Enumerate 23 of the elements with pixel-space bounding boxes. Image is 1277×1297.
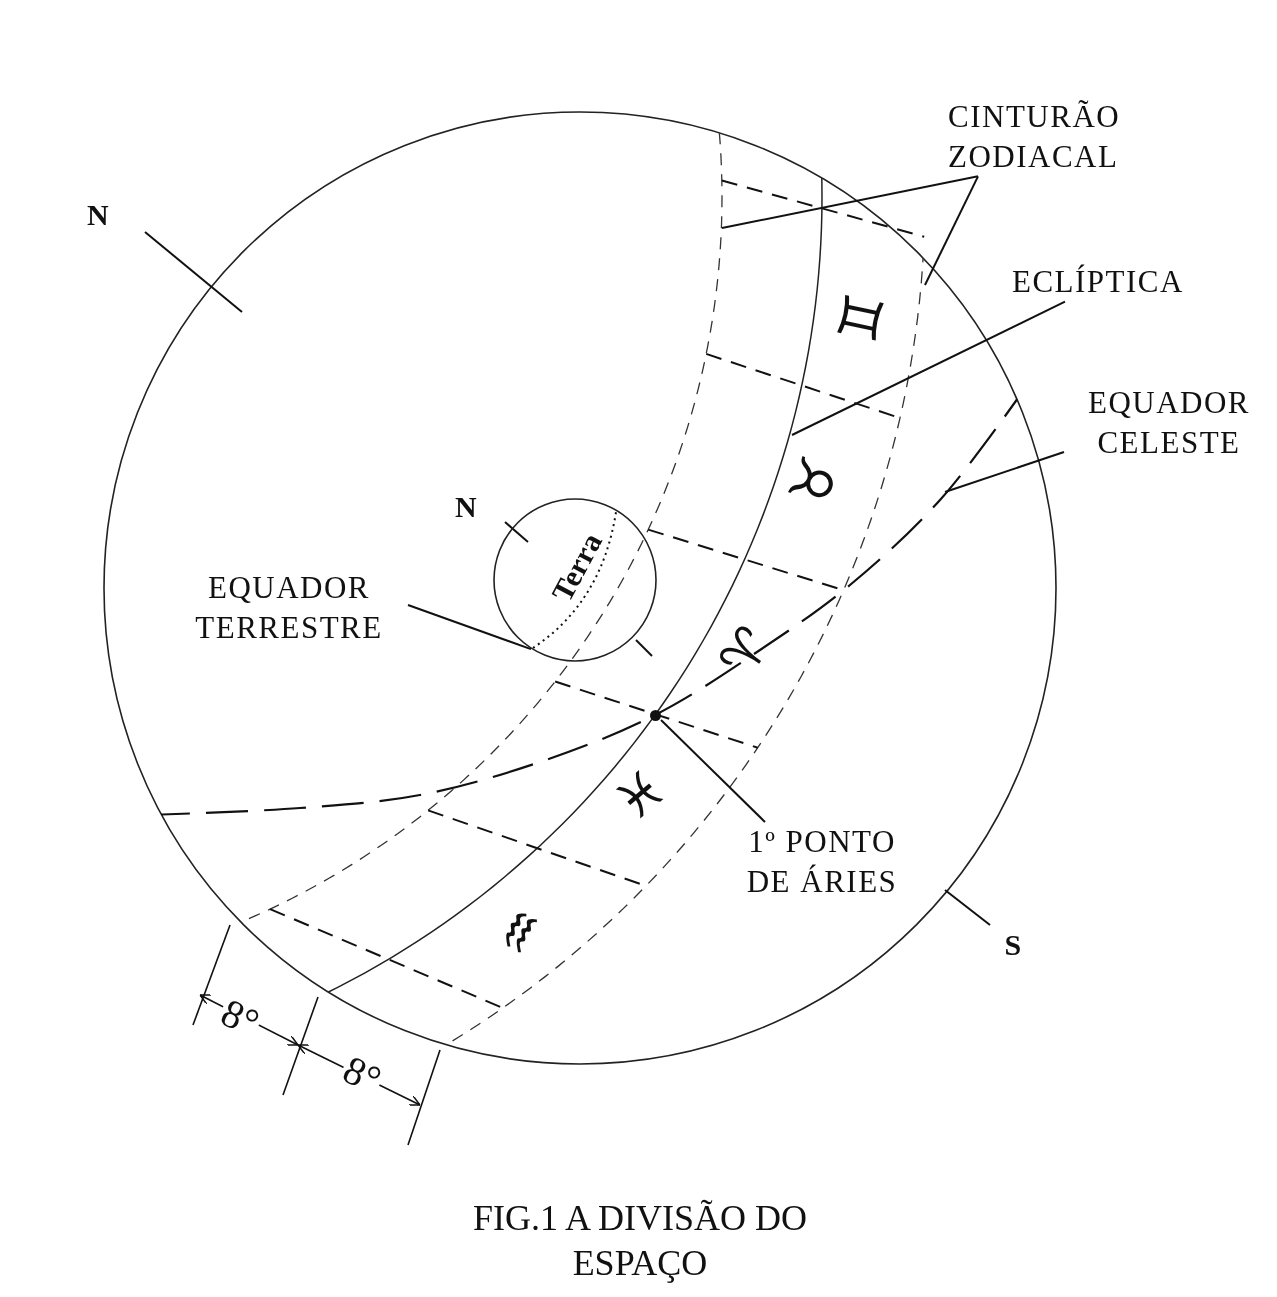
zodiac-sign: ♒ xyxy=(485,899,554,965)
callout-label: EQUADOR TERRESTRE xyxy=(194,569,384,647)
figure-caption: FIG.1 A DIVISÃO DO ESPAÇO xyxy=(472,1197,808,1285)
earth-circle xyxy=(493,498,657,662)
pole-label: N xyxy=(455,490,477,524)
leader-line xyxy=(721,175,979,229)
zodiac-sign: ♓ xyxy=(605,760,675,830)
leader-line xyxy=(944,451,1065,493)
zodiac-sign: ♈ xyxy=(710,618,780,686)
leader-line xyxy=(660,719,766,823)
callout-label: CINTURÃO ZODIACAL xyxy=(948,98,1122,176)
leader-line xyxy=(407,604,532,651)
zodiac-sign: ♉ xyxy=(781,449,850,515)
callout-label: 1º PONTO DE ÁRIES xyxy=(745,823,899,901)
callout-label: ECLÍPTICA xyxy=(1012,263,1185,301)
pole-label: N xyxy=(87,200,109,230)
earth-label: Terra xyxy=(543,526,609,609)
aries-point-dot xyxy=(650,710,661,721)
zodiac-sign: ♊ xyxy=(830,288,894,348)
pole-label: S xyxy=(1004,930,1022,960)
leader-line xyxy=(791,300,1066,436)
callout-label: EQUADOR CELESTE xyxy=(1086,384,1252,462)
leader-line xyxy=(924,175,979,286)
